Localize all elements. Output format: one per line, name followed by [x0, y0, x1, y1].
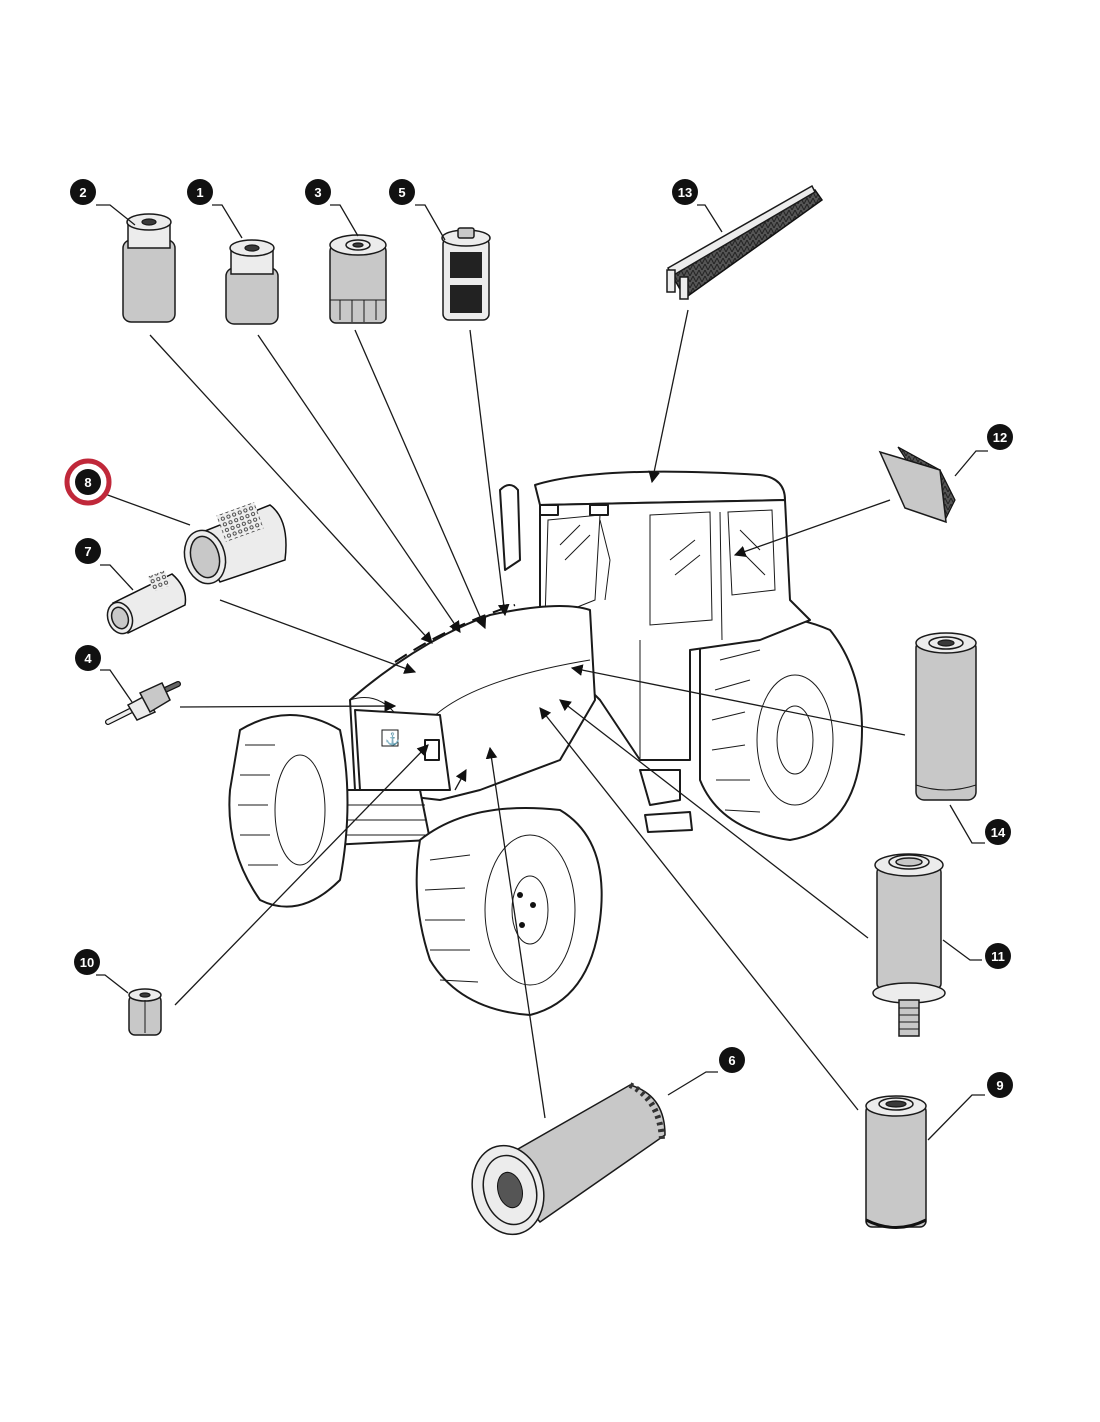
callout-2[interactable]: 2: [70, 179, 96, 205]
callout-7[interactable]: 7: [75, 538, 101, 564]
svg-text:5: 5: [398, 185, 405, 200]
svg-text:11: 11: [991, 949, 1005, 964]
part-3-oil-filter: [329, 234, 387, 324]
part-5-fuel-strainer: [441, 227, 491, 321]
part-14-spin-on-filter: [915, 632, 977, 801]
svg-text:7: 7: [84, 544, 91, 559]
highlight-ring: [64, 458, 112, 506]
svg-text:2: 2: [79, 185, 86, 200]
front-right-wheel: [415, 807, 603, 1016]
cab: [499, 470, 811, 761]
part-10-small-strainer: [128, 988, 162, 1036]
svg-text:9: 9: [996, 1078, 1003, 1093]
leader-11: [559, 699, 869, 939]
callout-9[interactable]: 9: [987, 1072, 1013, 1098]
callout-11[interactable]: 11: [985, 943, 1011, 969]
hood: ⚓: [349, 605, 596, 801]
callout-3[interactable]: 3: [305, 179, 331, 205]
callout-1[interactable]: 1: [187, 179, 213, 205]
part-11-return-filter: [872, 853, 946, 1037]
svg-text:12: 12: [993, 430, 1007, 445]
leader-9: [539, 707, 859, 1111]
leader-14: [570, 664, 906, 736]
callout-14[interactable]: 14: [985, 819, 1011, 845]
leader-6: [485, 746, 546, 1119]
leader-4: [179, 700, 397, 712]
callout-5[interactable]: 5: [389, 179, 415, 205]
part-1-fuel-prefilter: [225, 239, 279, 325]
part-8-air-filter-outer: [183, 502, 287, 585]
leader-3: [354, 329, 487, 630]
part-12-cab-recirc-filter: [878, 446, 956, 524]
leader-12: [733, 499, 891, 557]
callout-13[interactable]: 13: [672, 179, 698, 205]
svg-text:6: 6: [728, 1053, 735, 1068]
leader-10: [174, 744, 429, 1006]
leader-5: [469, 329, 510, 617]
cab-steps: [639, 769, 693, 833]
rear-wheel: [699, 616, 863, 841]
svg-text:8: 8: [84, 475, 91, 490]
svg-text:4: 4: [84, 651, 92, 666]
leader-13: [648, 309, 689, 484]
svg-text:13: 13: [678, 185, 692, 200]
front-left-wheel: [228, 714, 349, 908]
svg-text:⚓: ⚓: [385, 732, 400, 746]
callout-badges: 2 1 3 5 13 12 8 7: [64, 179, 1013, 1098]
svg-text:14: 14: [991, 825, 1006, 840]
leader-1: [257, 334, 461, 633]
callout-12[interactable]: 12: [987, 424, 1013, 450]
part-6-hydraulic-element: [471, 1082, 666, 1236]
svg-text:10: 10: [80, 955, 94, 970]
svg-text:3: 3: [314, 185, 321, 200]
callout-6[interactable]: 6: [719, 1047, 745, 1073]
leader-8: [219, 599, 417, 674]
callout-4[interactable]: 4: [75, 645, 101, 671]
callout-10[interactable]: 10: [74, 949, 100, 975]
callout-leaders: [96, 204, 988, 1141]
tractor-illustration: ⚓: [228, 470, 863, 1016]
callout-8-highlighted[interactable]: 8: [64, 458, 112, 506]
part-9-transmission-filter: [865, 1095, 927, 1229]
leader-2: [149, 334, 433, 644]
part-4-inline-fuel-filter: [105, 681, 181, 725]
leader-lines: [149, 309, 906, 1119]
part-13-cab-air-filter: [666, 184, 824, 300]
svg-text:1: 1: [196, 185, 203, 200]
part-2-fuel-filter: [122, 213, 176, 323]
part-7-air-filter-inner: [106, 570, 187, 635]
